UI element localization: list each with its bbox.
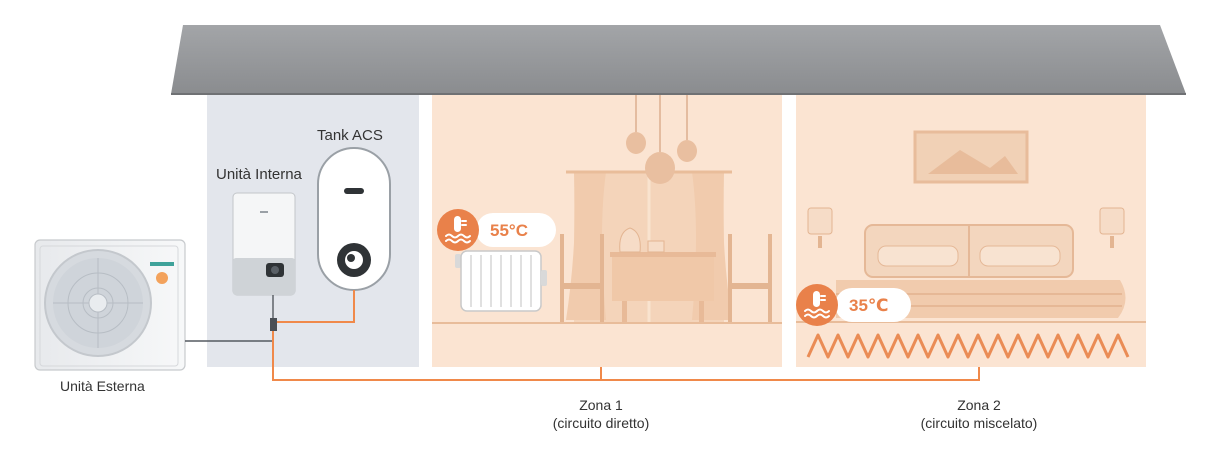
zone1-temperature-badge: 55°C — [437, 209, 556, 251]
underfloor-heating-coil — [806, 333, 1130, 359]
zone2-temperature-badge: 35℃ — [796, 284, 911, 326]
tank-pipe — [273, 290, 355, 323]
thermometer-water-icon — [445, 216, 471, 244]
house-roof — [171, 25, 1186, 95]
zone2-temperature: 35℃ — [849, 296, 889, 315]
thermometer-water-icon — [804, 291, 830, 319]
tank-label: Tank ACS — [317, 127, 383, 144]
pipe-network — [185, 290, 980, 381]
radiator — [455, 250, 547, 312]
outdoor-unit — [34, 239, 186, 371]
zone2-subtitle: (circuito miscelato) — [920, 415, 1038, 431]
zone2-title: Zona 2 — [957, 397, 1001, 413]
indoor-unit-label: Unità Interna — [216, 166, 302, 183]
zone1-subtitle: (circuito diretto) — [552, 415, 650, 431]
zone2-pipe — [601, 367, 980, 381]
three-way-valve — [270, 318, 277, 331]
zone1-pipe — [272, 322, 602, 381]
indoor-unit — [232, 192, 296, 296]
hot-water-tank — [317, 147, 391, 291]
dining-room-illustration — [432, 95, 782, 324]
zone1-title: Zona 1 — [579, 397, 623, 413]
zone1-temperature: 55°C — [490, 221, 528, 240]
outdoor-unit-label: Unità Esterna — [60, 378, 145, 394]
